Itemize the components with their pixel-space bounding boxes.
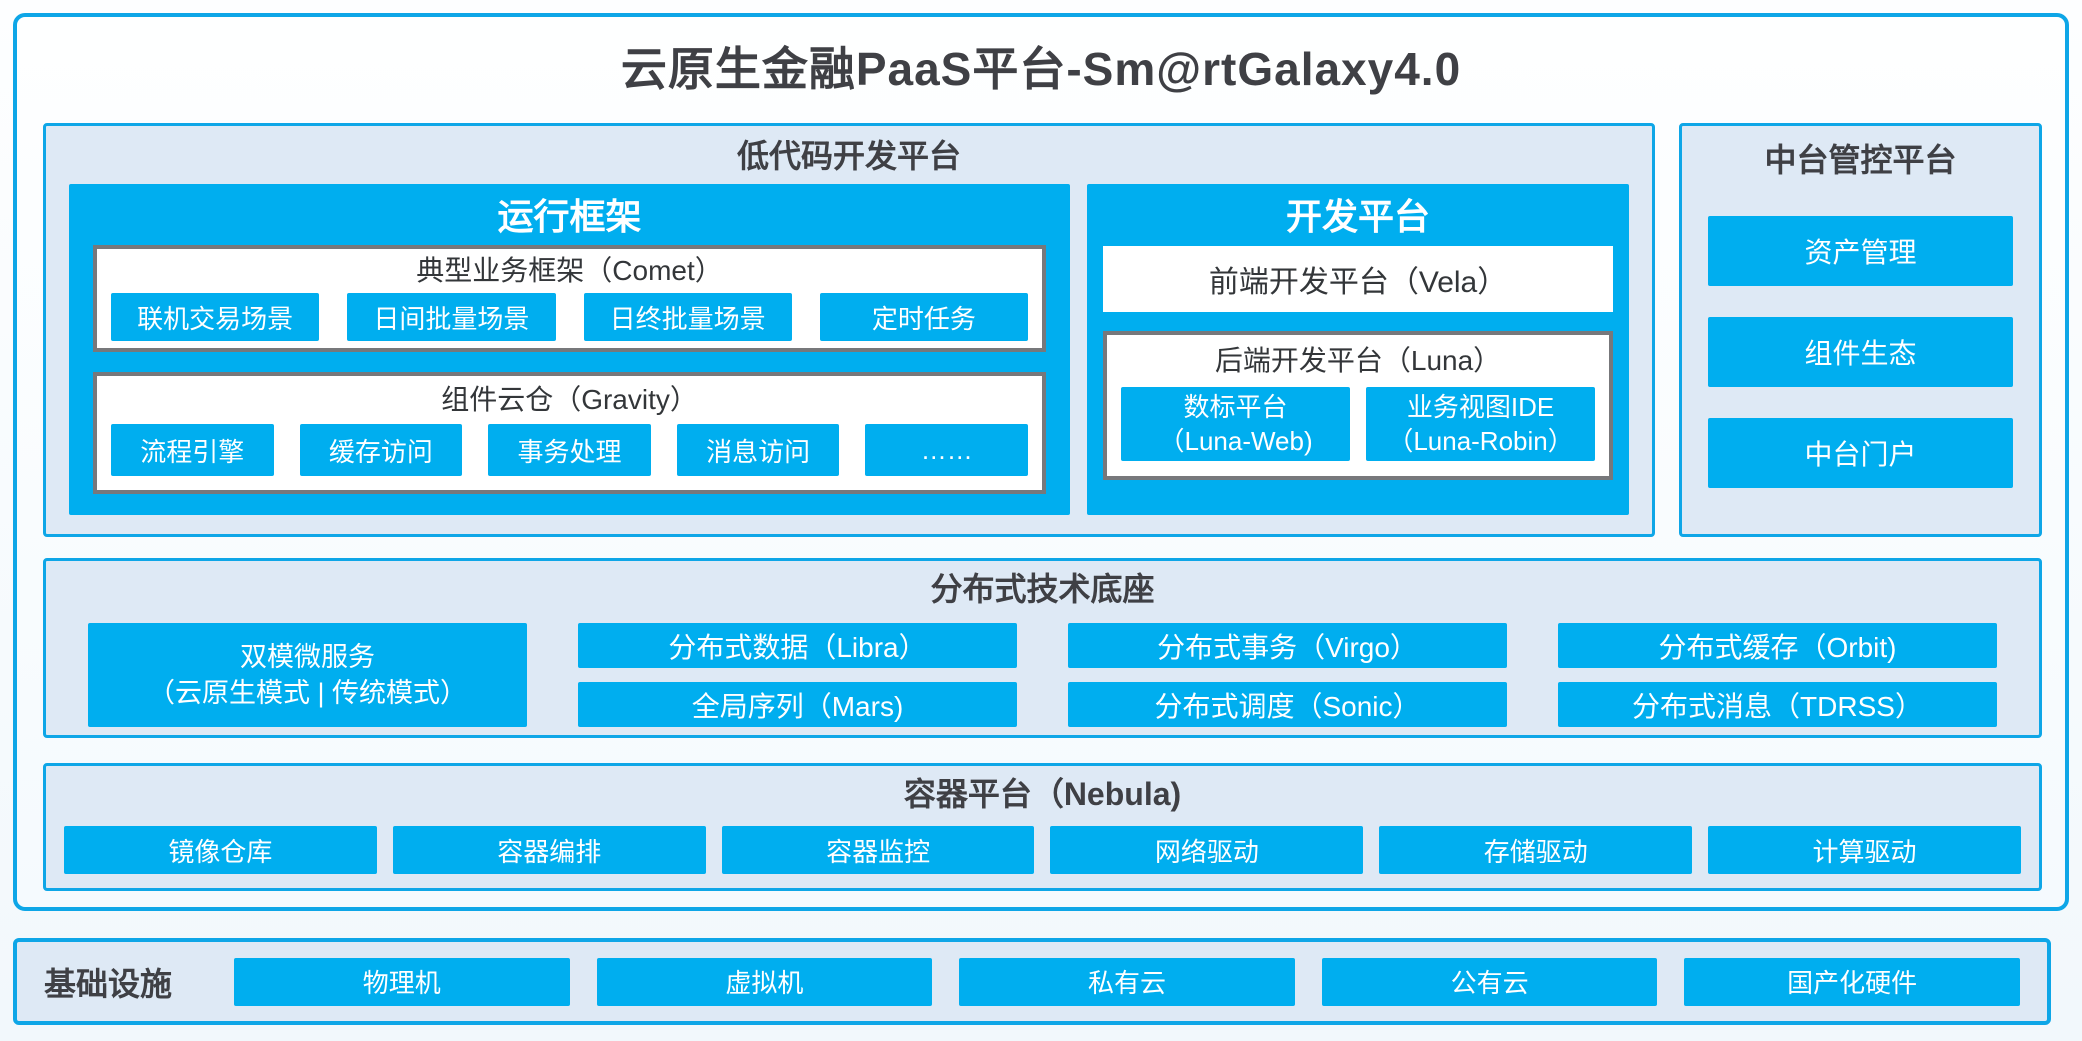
gravity-item-transaction: 事务处理	[488, 424, 651, 476]
mid-item-component-ecosystem: 组件生态	[1708, 317, 2013, 387]
gravity-items-row: 流程引擎 缓存访问 事务处理 消息访问 ……	[111, 424, 1029, 476]
comet-item-daytime-batch: 日间批量场景	[347, 293, 556, 341]
gravity-warehouse-title: 组件云仓（Gravity）	[441, 384, 698, 415]
vela-frontend-box: 前端开发平台（Vela）	[1103, 246, 1613, 312]
luna-web-item: 数标平台 （Luna-Web)	[1121, 387, 1351, 461]
luna-items-row: 数标平台 （Luna-Web) 业务视图IDE （Luna-Robin）	[1121, 387, 1596, 461]
distributed-col-3: 分布式缓存（Orbit) 分布式消息（TDRSS）	[1558, 623, 1997, 727]
dist-item-virgo: 分布式事务（Virgo）	[1068, 623, 1507, 668]
gravity-item-cache-access: 缓存访问	[299, 424, 463, 476]
comet-item-online-trading: 联机交易场景	[111, 293, 320, 341]
comet-item-eod-batch: 日终批量场景	[583, 293, 792, 341]
luna-web-line2: （Luna-Web)	[1158, 426, 1313, 456]
dual-mode-microservice-item: 双模微服务 （云原生模式 | 传统模式）	[88, 623, 527, 727]
infra-item-virtual-machine: 虚拟机	[596, 957, 933, 1006]
luna-robin-line1: 业务视图IDE	[1406, 392, 1555, 422]
low-code-platform-panel: 低代码开发平台 运行框架 典型业务框架（Comet） 联机交易场景 日间批量场景…	[43, 123, 1655, 537]
infrastructure-title: 基础设施	[44, 965, 173, 1002]
infra-item-physical-machine: 物理机	[234, 957, 570, 1006]
luna-backend-title: 后端开发平台（Luna）	[1214, 345, 1502, 376]
container-platform-title: 容器平台（Nebula)	[903, 776, 1182, 812]
dist-item-sonic: 分布式调度（Sonic）	[1068, 682, 1507, 727]
luna-web-line1: 数标平台	[1183, 392, 1288, 422]
comet-items-row: 联机交易场景 日间批量场景 日终批量场景 定时任务	[111, 293, 1029, 341]
dev-platform-title: 开发平台	[1286, 196, 1431, 237]
low-code-body: 运行框架 典型业务框架（Comet） 联机交易场景 日间批量场景 日终批量场景 …	[69, 184, 1629, 515]
luna-robin-item: 业务视图IDE （Luna-Robin）	[1366, 387, 1596, 461]
distributed-base-panel: 分布式技术底座 双模微服务 （云原生模式 | 传统模式） 分布式数据（Libra…	[43, 558, 2042, 738]
dist-item-mars: 全局序列（Mars)	[578, 682, 1017, 727]
infrastructure-panel: 基础设施 物理机 虚拟机 私有云 公有云 国产化硬件	[13, 938, 2051, 1025]
container-item-network-driver: 网络驱动	[1050, 826, 1364, 874]
runtime-framework-title: 运行框架	[497, 196, 642, 237]
distributed-col-2: 分布式事务（Virgo） 分布式调度（Sonic）	[1068, 623, 1507, 727]
luna-robin-line2: （Luna-Robin）	[1387, 426, 1574, 456]
gravity-warehouse-box: 组件云仓（Gravity） 流程引擎 缓存访问 事务处理 消息访问 ……	[93, 372, 1047, 494]
distributed-col-dual-mode: 双模微服务 （云原生模式 | 传统模式）	[88, 623, 527, 727]
dual-mode-line1: 双模微服务	[240, 642, 375, 672]
luna-backend-box: 后端开发平台（Luna） 数标平台 （Luna-Web) 业务视图IDE （Lu…	[1103, 331, 1613, 480]
low-code-platform-title: 低代码开发平台	[736, 138, 961, 174]
comet-framework-title: 典型业务框架（Comet）	[416, 255, 723, 286]
top-row: 低代码开发平台 运行框架 典型业务框架（Comet） 联机交易场景 日间批量场景…	[43, 123, 2042, 537]
comet-item-scheduled-task: 定时任务	[819, 293, 1029, 341]
mid-item-asset-management: 资产管理	[1708, 216, 2013, 286]
container-item-storage-driver: 存储驱动	[1379, 826, 1693, 874]
gravity-item-more: ……	[865, 424, 1029, 476]
distributed-grid: 双模微服务 （云原生模式 | 传统模式） 分布式数据（Libra） 全局序列（M…	[88, 623, 1997, 727]
container-platform-panel: 容器平台（Nebula) 镜像仓库 容器编排 容器监控 网络驱动 存储驱动 计算…	[43, 763, 2042, 891]
gravity-item-process-engine: 流程引擎	[111, 424, 274, 476]
dist-item-tdrss: 分布式消息（TDRSS）	[1558, 682, 1997, 727]
infrastructure-items-row: 物理机 虚拟机 私有云 公有云 国产化硬件	[234, 957, 2020, 1006]
dual-mode-line2: （云原生模式 | 传统模式）	[147, 678, 468, 708]
dev-platform-panel: 开发平台 前端开发平台（Vela） 后端开发平台（Luna） 数标平台 （Lun…	[1087, 184, 1629, 515]
container-item-image-registry: 镜像仓库	[64, 826, 377, 874]
mid-platform-title: 中台管控平台	[1764, 142, 1957, 178]
distributed-col-1: 分布式数据（Libra） 全局序列（Mars)	[578, 623, 1017, 727]
platform-frame: 云原生金融PaaS平台-Sm@rtGalaxy4.0 低代码开发平台 运行框架 …	[13, 13, 2069, 911]
comet-framework-box: 典型业务框架（Comet） 联机交易场景 日间批量场景 日终批量场景 定时任务	[93, 245, 1047, 352]
dist-item-libra: 分布式数据（Libra）	[578, 623, 1017, 668]
container-items-row: 镜像仓库 容器编排 容器监控 网络驱动 存储驱动 计算驱动	[64, 826, 2021, 874]
gravity-item-message-access: 消息访问	[676, 424, 840, 476]
container-item-monitoring: 容器监控	[721, 826, 1035, 874]
mid-platform-panel: 中台管控平台 资产管理 组件生态 中台门户	[1679, 123, 2042, 537]
infra-item-domestic-hardware: 国产化硬件	[1684, 957, 2020, 1006]
container-item-orchestration: 容器编排	[392, 826, 706, 874]
distributed-base-title: 分布式技术底座	[930, 571, 1155, 607]
mid-item-mid-portal: 中台门户	[1708, 418, 2013, 488]
infra-item-private-cloud: 私有云	[959, 957, 1295, 1006]
page-title: 云原生金融PaaS平台-Sm@rtGalaxy4.0	[620, 43, 1462, 95]
container-item-compute-driver: 计算驱动	[1708, 826, 2021, 874]
dist-item-orbit: 分布式缓存（Orbit)	[1558, 623, 1997, 668]
infra-item-public-cloud: 公有云	[1321, 957, 1658, 1006]
runtime-framework-panel: 运行框架 典型业务框架（Comet） 联机交易场景 日间批量场景 日终批量场景 …	[69, 184, 1071, 515]
